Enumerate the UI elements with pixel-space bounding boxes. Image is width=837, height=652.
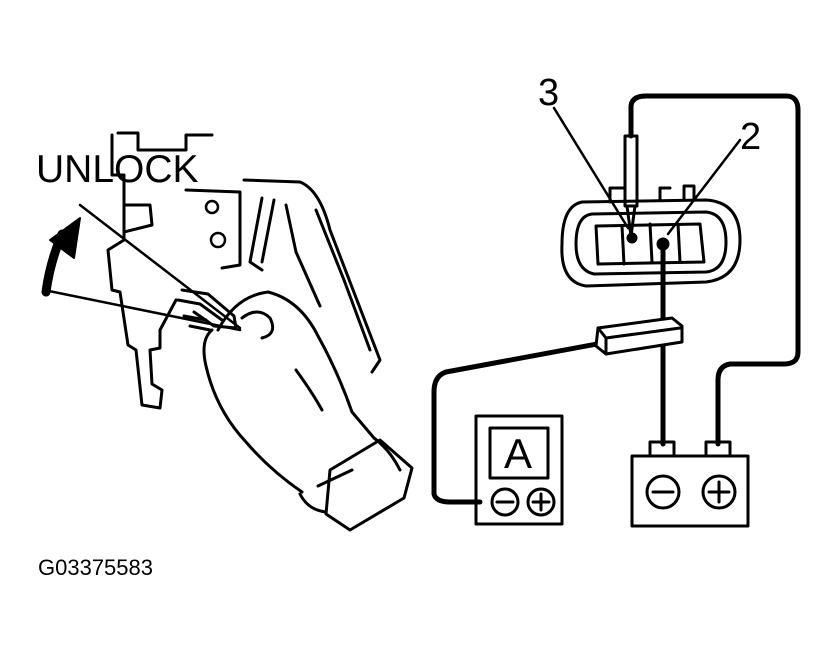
inline-clip: [594, 316, 684, 356]
test-probe: [623, 134, 639, 238]
curved-arrow-icon: [49, 217, 81, 259]
connector: [560, 184, 742, 288]
unlock-indicator: [41, 203, 242, 332]
unlock-label: UNLOCK: [36, 148, 199, 191]
battery: [630, 440, 750, 528]
ammeter-letter: A: [504, 430, 533, 477]
hand: [202, 290, 414, 532]
ammeter: [474, 414, 564, 526]
plus-terminal-icon: [701, 474, 737, 510]
plus-terminal-icon: [526, 487, 556, 517]
minus-terminal-icon: [645, 474, 681, 510]
terminal-3-label: 3: [538, 72, 560, 114]
terminal-3-probe-point: [626, 232, 638, 244]
figure-id: G03375583: [38, 555, 153, 580]
leader-lines: [552, 106, 742, 236]
minus-terminal-icon: [490, 487, 520, 517]
lock-housing: [106, 131, 382, 410]
terminal-2-label: 2: [740, 116, 762, 158]
